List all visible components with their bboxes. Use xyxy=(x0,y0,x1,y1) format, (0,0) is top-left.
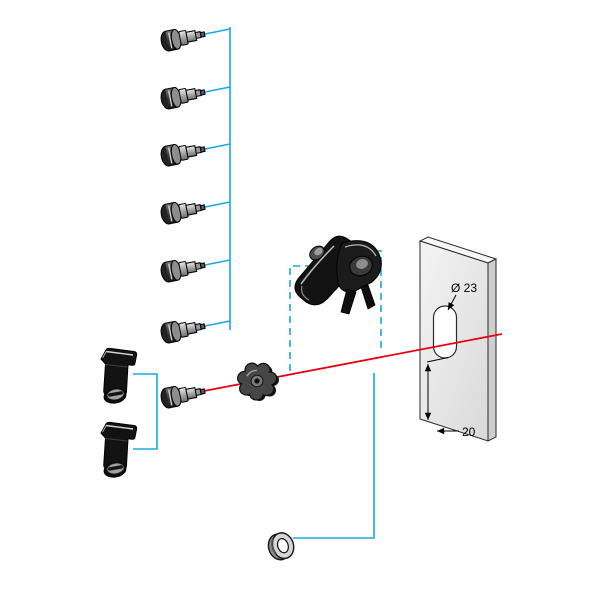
cam-locks xyxy=(100,347,158,480)
cam-lock-1 xyxy=(100,347,138,406)
gasket-link-line xyxy=(293,373,375,539)
swing-handle-cam-fork-right xyxy=(360,284,376,310)
lock-insert-1 xyxy=(158,23,208,53)
swing-handle-grip-highlight xyxy=(300,245,335,285)
cam-lock-link-line xyxy=(133,373,158,450)
star-knob xyxy=(237,362,280,401)
star-knob-hole xyxy=(254,378,260,384)
mounting-plate xyxy=(418,236,498,442)
plate-cutout xyxy=(432,305,458,359)
swing-handle-pivot-face xyxy=(356,259,368,269)
gasket-ring-hole xyxy=(276,538,289,554)
swing-handle-cam-fork-left xyxy=(340,288,357,315)
hole-diameter-leader xyxy=(447,294,457,311)
lock-insert-4 xyxy=(158,196,208,226)
edge-distance-label: 20 xyxy=(462,425,476,439)
gasket-ring-shading xyxy=(271,537,278,555)
lock-insert-6 xyxy=(158,315,208,345)
lock-insert-5 xyxy=(158,254,208,284)
swing-handle xyxy=(294,235,382,315)
assembly-axis-line xyxy=(161,333,503,400)
swing-handle-lock-face xyxy=(314,247,323,256)
hole-diameter-label: Ø 23 xyxy=(451,281,477,295)
plate-dimensions: Ø 23 20 xyxy=(424,281,477,439)
swing-handle-housing-highlight xyxy=(344,244,377,257)
insert-tick-lines xyxy=(204,28,231,327)
star-knob-highlight xyxy=(246,369,258,377)
lock-inserts xyxy=(158,23,208,410)
lock-insert-3 xyxy=(158,138,208,168)
plate-side-face xyxy=(487,258,497,442)
lock-insert-7 xyxy=(158,380,208,410)
gasket-ring xyxy=(267,532,295,561)
depth-dim-tick xyxy=(426,357,449,363)
lock-insert-2 xyxy=(158,81,208,111)
cam-lock-2 xyxy=(100,421,138,480)
swing-handle-grip-edge xyxy=(301,285,310,301)
